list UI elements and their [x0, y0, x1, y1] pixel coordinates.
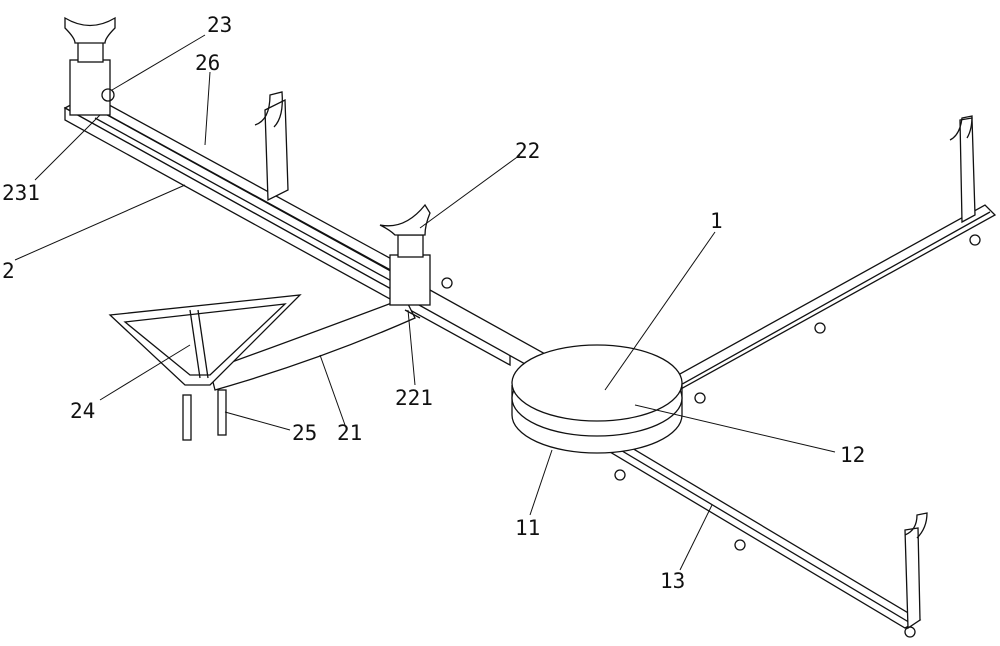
- label-26: 26: [195, 51, 220, 75]
- label-1: 1: [710, 209, 723, 233]
- label-2: 2: [2, 259, 15, 283]
- label-11: 11: [515, 516, 540, 540]
- label-21: 21: [337, 421, 362, 445]
- label-13: 13: [660, 569, 685, 593]
- label-221: 221: [395, 386, 433, 410]
- label-23: 23: [207, 13, 232, 37]
- label-231: 231: [2, 181, 40, 205]
- right-arm: [660, 116, 995, 403]
- back-bracket: [255, 92, 288, 200]
- lower-arm: [590, 432, 927, 637]
- turntable: [512, 345, 682, 453]
- label-12: 12: [840, 443, 865, 467]
- label-25: 25: [292, 421, 317, 445]
- label-22: 22: [515, 139, 540, 163]
- support-left: [65, 18, 115, 115]
- label-24: 24: [70, 399, 95, 423]
